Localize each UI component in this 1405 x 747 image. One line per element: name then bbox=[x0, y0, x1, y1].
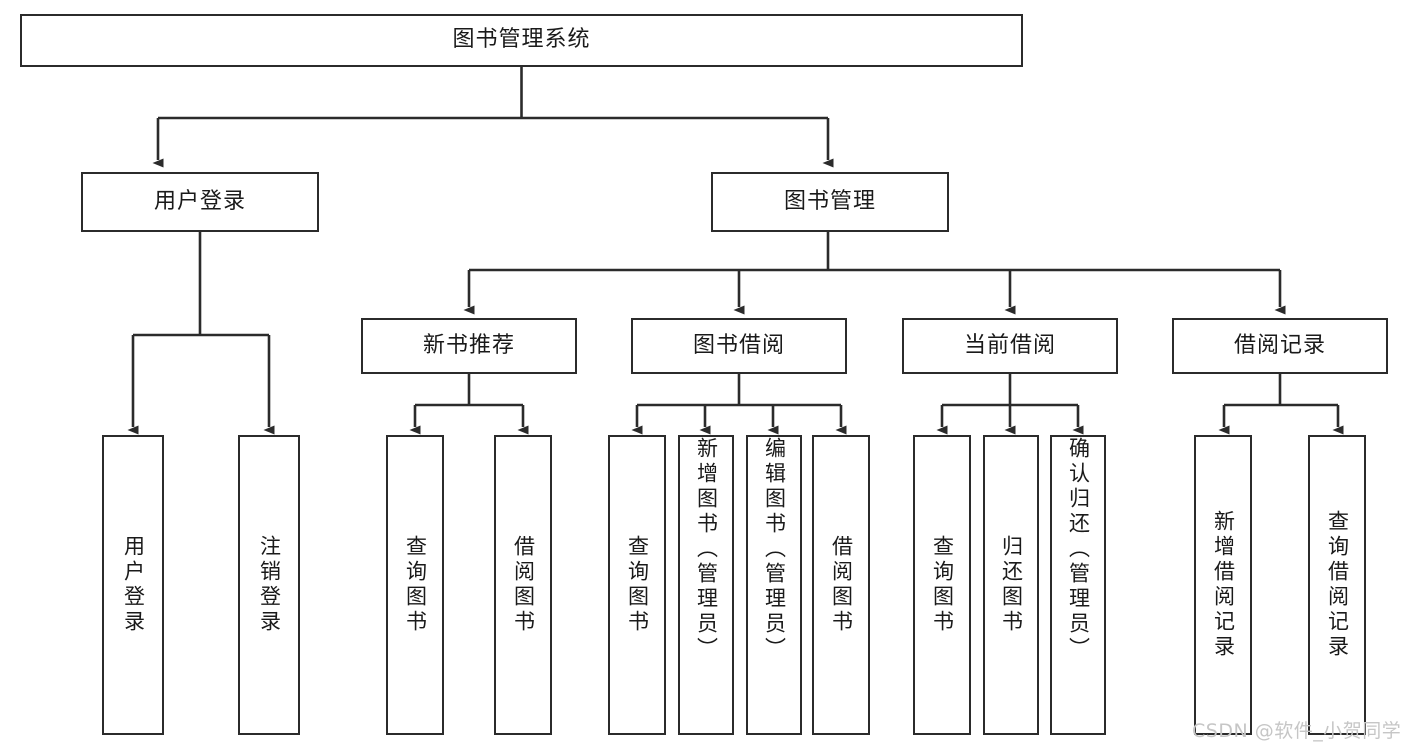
node-leaf-user-login-label: 用户登录 bbox=[121, 535, 146, 635]
node-user-login-label: 用户登录 bbox=[153, 188, 246, 214]
node-leaf-borrow-book-1-label: 借阅图书 bbox=[511, 535, 536, 635]
node-book-management-label: 图书管理 bbox=[783, 188, 876, 214]
node-leaf-query-book-1[interactable]: 查询图书 bbox=[386, 435, 444, 735]
node-leaf-query-record-label: 查询借阅记录 bbox=[1325, 510, 1350, 660]
node-leaf-confirm-return[interactable]: 确认归还（管理员） bbox=[1050, 435, 1106, 735]
node-leaf-query-record[interactable]: 查询借阅记录 bbox=[1308, 435, 1366, 735]
csdn-watermark: CSDN @软件_小贺同学 bbox=[1192, 720, 1402, 742]
node-leaf-query-book-3-label: 查询图书 bbox=[930, 535, 955, 635]
node-current-borrow-label: 当前借阅 bbox=[963, 332, 1056, 358]
node-leaf-logout-login-label: 注销登录 bbox=[257, 535, 282, 635]
node-leaf-return-book[interactable]: 归还图书 bbox=[983, 435, 1039, 735]
node-leaf-borrow-book-2[interactable]: 借阅图书 bbox=[812, 435, 870, 735]
node-leaf-borrow-book-2-label: 借阅图书 bbox=[829, 535, 854, 635]
node-leaf-user-login[interactable]: 用户登录 bbox=[102, 435, 164, 735]
node-leaf-borrow-book-1[interactable]: 借阅图书 bbox=[494, 435, 552, 735]
node-leaf-confirm-return-label: 确认归还（管理员） bbox=[1066, 437, 1091, 662]
node-book-borrow[interactable]: 图书借阅 bbox=[631, 318, 847, 374]
node-book-management[interactable]: 图书管理 bbox=[711, 172, 949, 232]
node-borrow-record-label: 借阅记录 bbox=[1233, 332, 1326, 358]
node-new-book-recommend-label: 新书推荐 bbox=[422, 332, 515, 358]
node-leaf-add-book[interactable]: 新增图书（管理员） bbox=[678, 435, 734, 735]
node-leaf-add-record[interactable]: 新增借阅记录 bbox=[1194, 435, 1252, 735]
node-leaf-edit-book[interactable]: 编辑图书（管理员） bbox=[746, 435, 802, 735]
node-leaf-query-book-2-label: 查询图书 bbox=[625, 535, 650, 635]
node-borrow-record[interactable]: 借阅记录 bbox=[1172, 318, 1388, 374]
node-leaf-add-book-label: 新增图书（管理员） bbox=[694, 437, 719, 662]
node-new-book-recommend[interactable]: 新书推荐 bbox=[361, 318, 577, 374]
node-root-label: 图书管理系统 bbox=[452, 27, 591, 53]
node-leaf-return-book-label: 归还图书 bbox=[999, 535, 1024, 635]
node-current-borrow[interactable]: 当前借阅 bbox=[902, 318, 1118, 374]
node-leaf-query-book-2[interactable]: 查询图书 bbox=[608, 435, 666, 735]
node-leaf-add-record-label: 新增借阅记录 bbox=[1211, 510, 1236, 660]
node-user-login[interactable]: 用户登录 bbox=[81, 172, 319, 232]
node-leaf-query-book-3[interactable]: 查询图书 bbox=[913, 435, 971, 735]
node-book-borrow-label: 图书借阅 bbox=[692, 332, 785, 358]
node-leaf-edit-book-label: 编辑图书（管理员） bbox=[762, 437, 787, 662]
node-leaf-query-book-1-label: 查询图书 bbox=[403, 535, 428, 635]
node-root[interactable]: 图书管理系统 bbox=[20, 14, 1023, 67]
node-leaf-logout-login[interactable]: 注销登录 bbox=[238, 435, 300, 735]
